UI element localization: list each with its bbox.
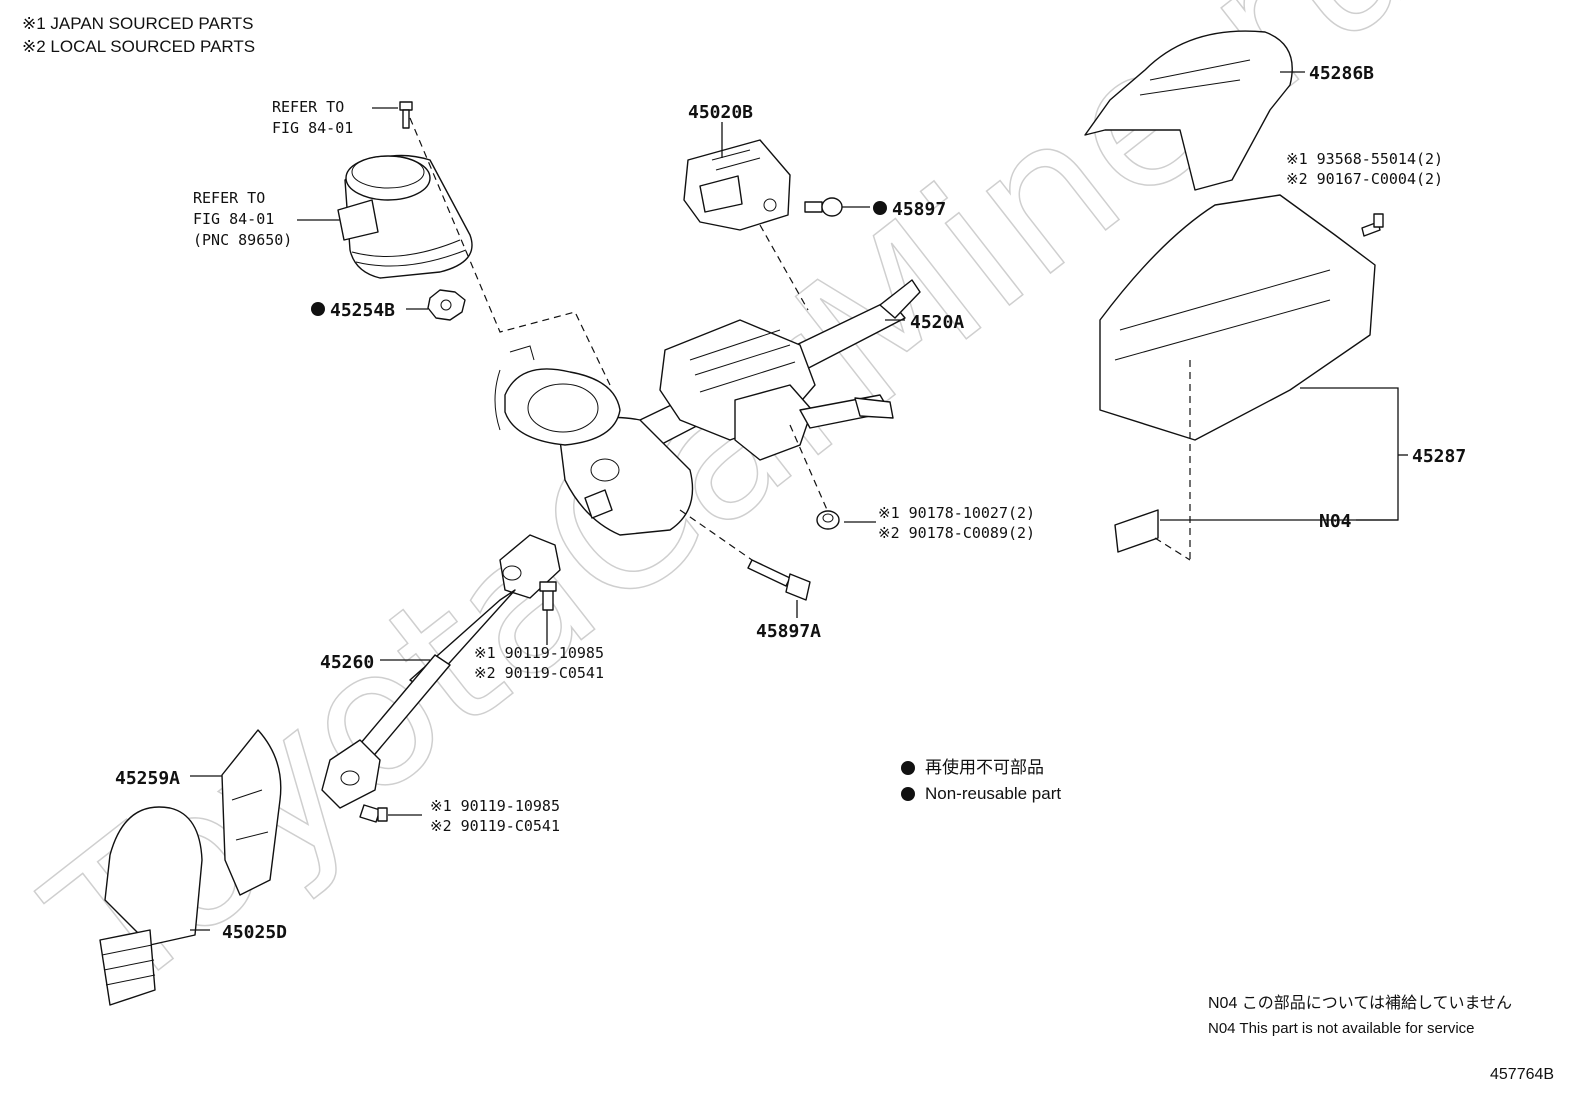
switch-assembly-45020B: [683, 139, 791, 231]
part-number-45025D[interactable]: 45025D: [222, 922, 287, 943]
part-number-45020B[interactable]: 45020B: [688, 102, 753, 123]
refer-top-line1: REFER TO: [272, 98, 344, 116]
bolt-45897A: [747, 559, 811, 601]
bolt-90119-upper: [539, 581, 557, 611]
footnote-en: N04 This part is not available for servi…: [1208, 1020, 1475, 1037]
refer-side-line1: REFER TO: [193, 189, 265, 207]
non-reusable-dot: [311, 302, 325, 316]
hole-cover-45259A: [221, 729, 282, 896]
nut-90178: [816, 510, 840, 530]
fastener-90119-C0541-lower[interactable]: ※2 90119-C0541: [430, 817, 560, 835]
legend-text-en: Non-reusable part: [925, 784, 1062, 803]
part-number-45897[interactable]: 45897: [892, 199, 946, 220]
footnote-ja: N04 この部品については補給していません: [1208, 995, 1513, 1012]
refer-top-line2: FIG 84-01: [272, 119, 353, 137]
screw-45897: [804, 197, 843, 217]
legend-dot-ja: [901, 761, 915, 775]
small-gear-45254B: [427, 289, 466, 321]
part-number-N04[interactable]: N04: [1319, 511, 1352, 532]
refer-bolt-icon: [399, 101, 413, 129]
fastener-93568[interactable]: ※1 93568-55014(2): [1286, 150, 1443, 168]
part-number-45260[interactable]: 45260: [320, 652, 374, 673]
part-number-4520A[interactable]: 4520A: [910, 312, 964, 333]
refer-side-line3: (PNC 89650): [193, 231, 292, 249]
steering-sensor-module: [337, 154, 473, 279]
legend-text-ja: 再使用不可部品: [925, 758, 1044, 777]
part-number-45254B[interactable]: 45254B: [330, 300, 395, 321]
fastener-90167[interactable]: ※2 90167-C0004(2): [1286, 170, 1443, 188]
screw-93568: [1361, 213, 1384, 237]
japan-sourced-note: ※1 JAPAN SOURCED PARTS: [22, 14, 254, 33]
non-reusable-dot: [873, 201, 887, 215]
part-number-45286B[interactable]: 45286B: [1309, 63, 1374, 84]
part-number-45259A[interactable]: 45259A: [115, 768, 180, 789]
lower-cover-45287: [1099, 194, 1376, 441]
fastener-90119-C0541-upper[interactable]: ※2 90119-C0541: [474, 664, 604, 682]
upper-cover-45286B: [1084, 30, 1293, 191]
local-sourced-note: ※2 LOCAL SOURCED PARTS: [22, 37, 256, 56]
intermediate-shaft-45260: [321, 534, 561, 809]
figure-id: 457764B: [1490, 1066, 1555, 1083]
label-plate-N04: [1114, 509, 1159, 553]
refer-side-line2: FIG 84-01: [193, 210, 274, 228]
part-number-45897A[interactable]: 45897A: [756, 621, 821, 642]
fastener-90119-10985-upper[interactable]: ※1 90119-10985: [474, 644, 604, 662]
legend-dot-en: [901, 787, 915, 801]
part-number-45287[interactable]: 45287: [1412, 446, 1466, 467]
leader-lines: [190, 71, 1408, 931]
boot-45025D: [99, 806, 203, 1006]
dashed-assembly-lines: [409, 117, 1191, 561]
steering-column-4520A: [494, 279, 921, 536]
bolt-90119-lower: [359, 804, 388, 823]
fastener-90178-10027[interactable]: ※1 90178-10027(2): [878, 504, 1035, 522]
fastener-90178-C0089[interactable]: ※2 90178-C0089(2): [878, 524, 1035, 542]
fastener-90119-10985-lower[interactable]: ※1 90119-10985: [430, 797, 560, 815]
